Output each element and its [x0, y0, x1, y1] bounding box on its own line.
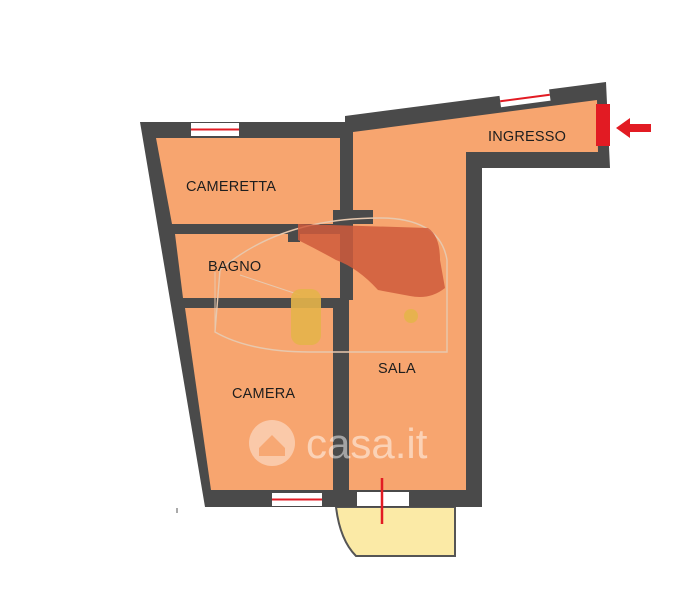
window-cameretta — [191, 123, 239, 136]
wall-stub-center — [333, 210, 373, 224]
wall-sala-inner — [466, 152, 482, 507]
window-camera — [272, 493, 322, 506]
label-bagno: BAGNO — [208, 259, 261, 275]
entrance-arrow-icon — [616, 118, 651, 138]
scan-outline-inner — [214, 272, 301, 332]
wall-camera-bagno — [183, 298, 303, 308]
window-ingresso — [499, 88, 551, 108]
casa-it-watermark: casa.it — [249, 420, 428, 467]
balcony — [334, 506, 456, 557]
room-camera — [185, 308, 333, 490]
furniture-yellow-tub — [291, 289, 321, 345]
window-sala-balcony — [357, 478, 409, 524]
label-camera: CAMERA — [232, 386, 295, 402]
room-cameretta — [156, 138, 340, 224]
label-ingresso: INGRESSO — [488, 129, 566, 145]
room-sala-ingresso — [349, 100, 598, 490]
wall-camera-sala — [333, 300, 349, 490]
scan-outline — [214, 217, 448, 353]
watermark-brand: casa.it — [306, 420, 428, 467]
label-sala: SALA — [378, 361, 416, 377]
label-cameretta: CAMERETTA — [186, 179, 276, 195]
wall-cameretta-sala — [340, 132, 353, 196]
furniture-yellow-round — [404, 309, 418, 323]
stray-mark — [176, 508, 178, 513]
furniture-dark — [298, 224, 445, 297]
entrance-door-marker — [596, 104, 610, 146]
